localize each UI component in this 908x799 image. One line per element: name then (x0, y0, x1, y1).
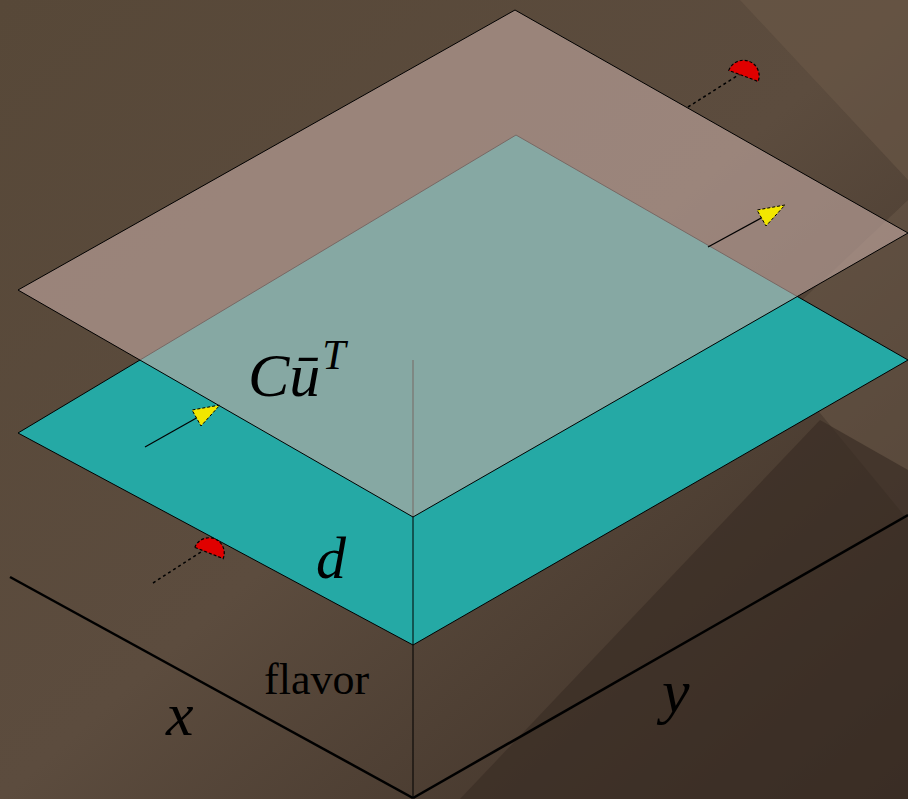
axis-label: x (166, 683, 194, 745)
axis-label: flavor (264, 658, 369, 702)
plane-label: d (316, 528, 346, 588)
axis-label: y (662, 660, 690, 722)
superscript-label: T (322, 334, 345, 376)
operator-label: Cū (248, 344, 320, 406)
